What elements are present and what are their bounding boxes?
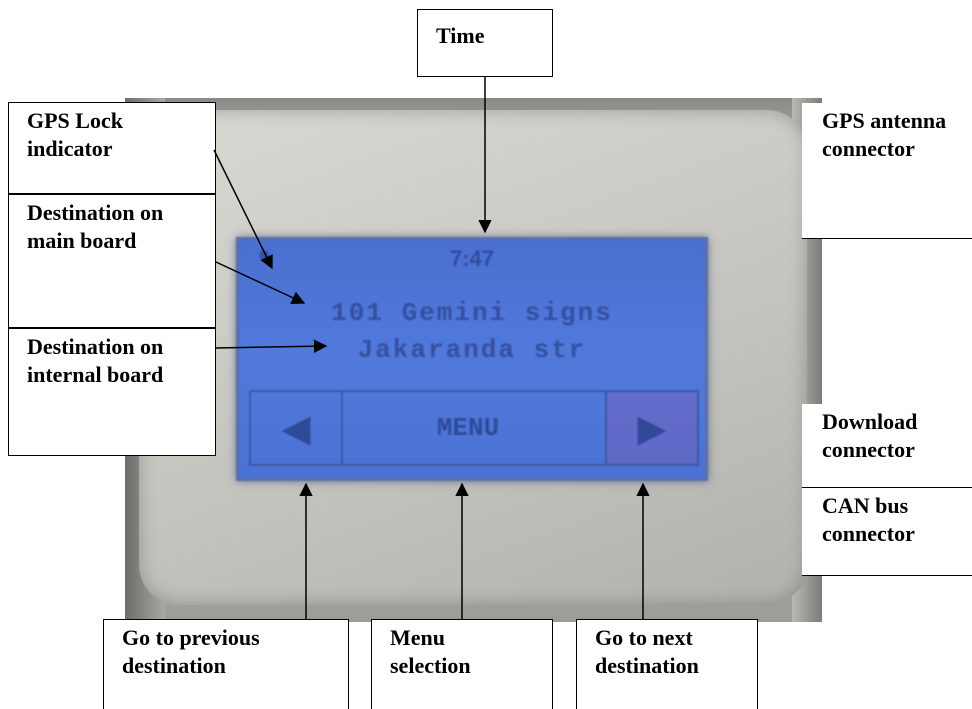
prev-button[interactable]: ◀ (251, 392, 343, 464)
screen-nav-bar: ◀ MENU ▶ (249, 390, 699, 466)
label-canbus: CAN bus connector (802, 488, 972, 576)
label-download-text: Download connector (822, 409, 918, 462)
label-menu: Menu selection (371, 619, 553, 709)
label-gps-lock-text: GPS Lock indicator (27, 108, 123, 161)
label-next-text: Go to next destination (595, 625, 699, 678)
label-menu-text: Menu selection (390, 625, 471, 678)
screen-time: 7:47 (449, 246, 495, 271)
label-time: Time (417, 9, 553, 77)
label-canbus-text: CAN bus connector (822, 493, 915, 546)
label-dest-internal-text: Destination on internal board (27, 334, 164, 387)
label-prev-text: Go to previous destination (122, 625, 260, 678)
label-gps-antenna: GPS antenna connector (802, 103, 972, 239)
label-download: Download connector (802, 404, 972, 488)
screen-line-main: 101 Gemini signs (331, 298, 613, 328)
label-next: Go to next destination (576, 619, 758, 709)
label-gps-lock: GPS Lock indicator (8, 102, 216, 194)
next-button[interactable]: ▶ (605, 392, 697, 464)
label-prev: Go to previous destination (103, 619, 349, 709)
label-gps-antenna-text: GPS antenna connector (822, 108, 947, 161)
label-dest-main: Destination on main board (8, 194, 216, 328)
label-dest-main-text: Destination on main board (27, 200, 164, 253)
screen-line-internal: Jakaranda str (357, 335, 587, 365)
lcd-screen: 7:47 101 Gemini signs Jakaranda str ◀ ME… (236, 237, 708, 481)
menu-button[interactable]: MENU (436, 413, 500, 443)
label-time-text: Time (436, 23, 485, 48)
label-dest-internal: Destination on internal board (8, 328, 216, 456)
